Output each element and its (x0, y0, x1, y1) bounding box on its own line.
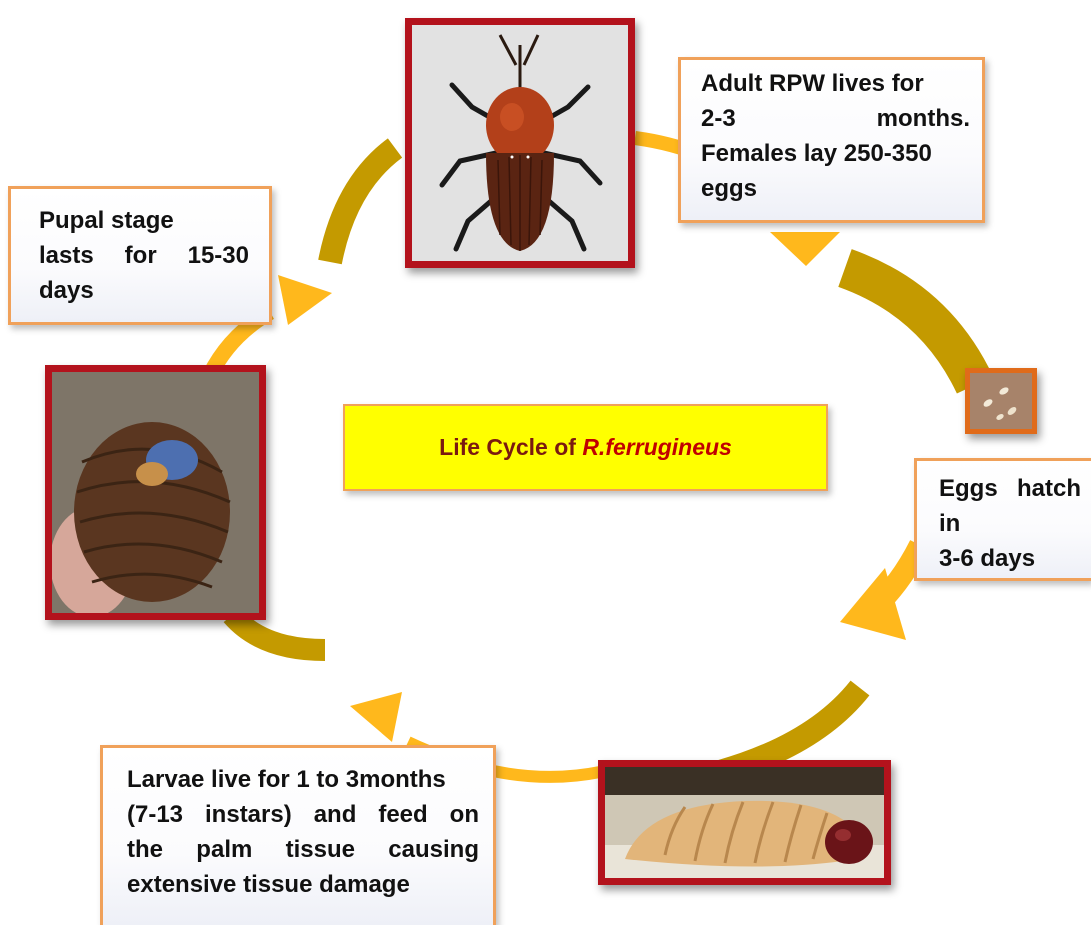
larvae-line-2: (7-13 instars) and feed on (127, 797, 479, 832)
pupa-line-2: lasts for 15-30 (39, 238, 249, 273)
photo-adult-weevil (405, 18, 635, 268)
photo-pupal-cocoon (45, 365, 266, 620)
photo-larva-grub (598, 760, 891, 885)
larvae-stage-text: Larvae live for 1 to 3months (7-13 insta… (100, 745, 496, 925)
larvae-line-1: Larvae live for 1 to 3months (127, 762, 479, 797)
adult-line-4: eggs (701, 171, 970, 206)
pupa-line-3: days (39, 273, 249, 308)
larva-illustration (605, 767, 884, 878)
eggs-line-3: 3-6 days (939, 541, 1081, 576)
title-prefix: Life Cycle of (439, 434, 582, 461)
arrow-upper-left-band (330, 148, 395, 262)
pupa-stage-text: Pupal stage lasts for 15-30 days (8, 186, 272, 325)
eggs-line-2: in (939, 506, 1081, 541)
adult-line-2: 2-3 months. (701, 101, 970, 136)
arrow-lower-left-band (232, 615, 325, 650)
adult-line-3: Females lay 250-350 (701, 136, 970, 171)
eggs-illustration (970, 373, 1032, 429)
pupa-line-1: Pupal stage (39, 203, 249, 238)
eggs-line-1: Eggs hatch (939, 471, 1081, 506)
arrow-pupa-to-adult-head (278, 275, 332, 325)
arrow-larva-to-pupa-head (350, 692, 402, 742)
larvae-line-3: the palm tissue causing (127, 832, 479, 867)
arrow-adult-to-eggs-head (770, 232, 840, 266)
photo-eggs (965, 368, 1037, 434)
pupa-illustration (52, 372, 259, 613)
adult-weevil-illustration (412, 25, 628, 261)
adult-line-1: Adult RPW lives for (701, 66, 970, 101)
arrow-upper-right-band (845, 268, 975, 385)
diagram-title: Life Cycle of R.ferrugineus (343, 404, 828, 491)
adult-stage-text: Adult RPW lives for 2-3 months. Females … (678, 57, 985, 223)
eggs-stage-text: Eggs hatch in 3-6 days (914, 458, 1091, 581)
title-species: R.ferrugineus (582, 434, 732, 461)
larvae-line-4: extensive tissue damage (127, 867, 479, 902)
